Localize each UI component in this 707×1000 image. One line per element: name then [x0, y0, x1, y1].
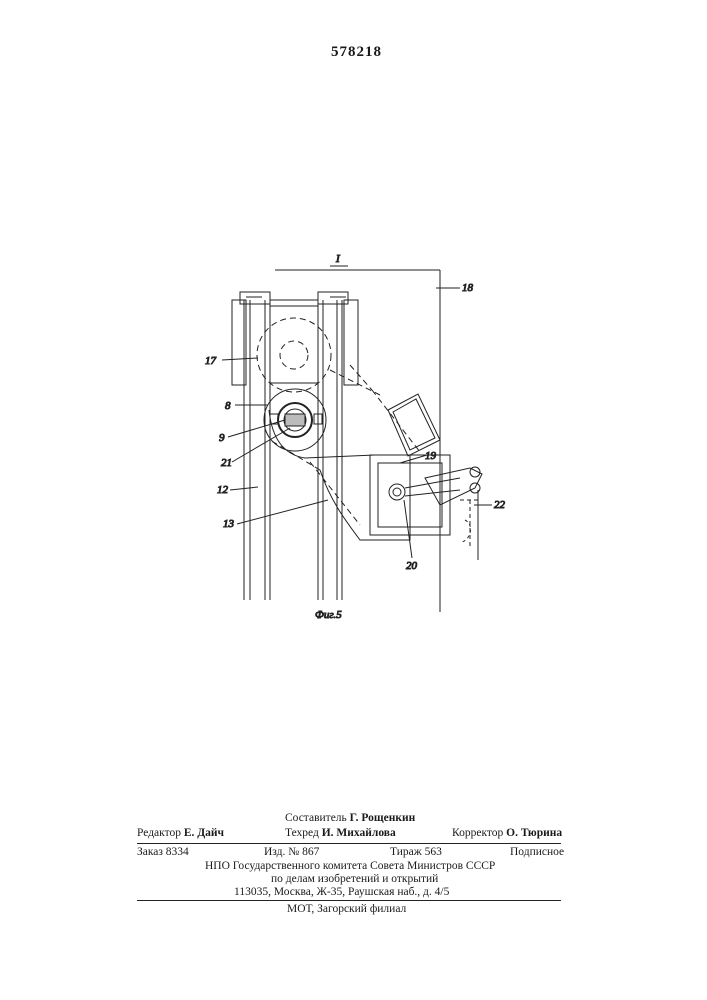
- label-13: 13: [223, 518, 235, 530]
- compiler-line: Составитель Г. Рощенкин: [285, 812, 415, 824]
- label-8: 8: [225, 400, 231, 412]
- figure-caption: Фиг.5: [315, 609, 342, 621]
- linkage-22: [425, 467, 482, 560]
- printer: МОТ, Загорский филиал: [287, 903, 406, 915]
- address: 113035, Москва, Ж-35, Раушская наб., д. …: [234, 886, 449, 898]
- corrector-line: Корректор О. Тюрина: [452, 827, 562, 839]
- edition-number: Изд. № 867: [264, 846, 319, 858]
- order-number: Заказ 8334: [137, 846, 189, 858]
- label-20: 20: [406, 560, 418, 572]
- carriage-17: [232, 292, 358, 385]
- leader-lines: [222, 288, 492, 558]
- org-line-1: НПО Государственного комитета Совета Мин…: [205, 860, 495, 872]
- circulation: Тираж 563: [390, 846, 442, 858]
- techred-line: Техред И. Михайлова: [285, 827, 396, 839]
- tilted-box: [388, 394, 440, 456]
- org-line-2: по делам изобретений и открытий: [271, 873, 438, 885]
- label-9: 9: [219, 432, 225, 444]
- bracket-19: [370, 455, 460, 535]
- rail-assembly-12: [244, 300, 342, 600]
- label-21: 21: [221, 457, 232, 469]
- editor-line: Редактор Е. Дайч: [137, 827, 224, 839]
- label-12: 12: [217, 484, 229, 496]
- label-18: 18: [462, 282, 474, 294]
- subscription: Подписное: [510, 846, 564, 858]
- section-mark: I: [335, 253, 341, 265]
- label-22: 22: [494, 499, 506, 511]
- footer-rule-1: [137, 843, 561, 844]
- footer-rule-2: [137, 900, 561, 901]
- label-19: 19: [425, 450, 437, 462]
- label-17: 17: [205, 355, 217, 367]
